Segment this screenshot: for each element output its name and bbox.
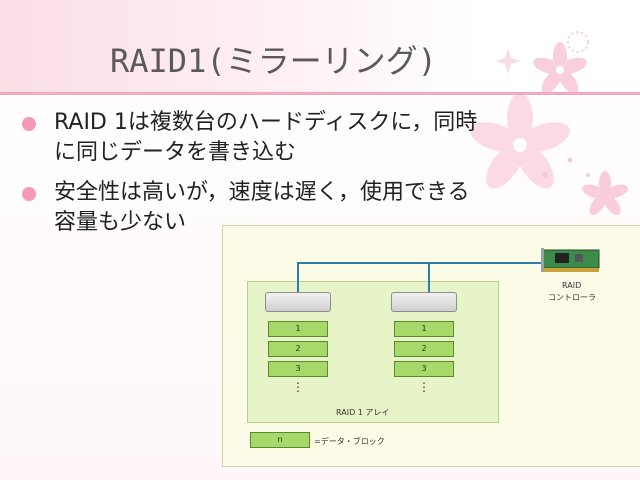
data-block: 2	[394, 341, 454, 357]
hard-disk-icon	[391, 292, 457, 312]
disk-connector-right	[428, 262, 430, 292]
bullet-text-line-1: 安全性は高いが，速度は遅く，使用できる	[54, 180, 470, 205]
bus-line	[297, 262, 547, 264]
legend-block: n	[250, 432, 310, 448]
controller-label: コントローラ	[548, 293, 596, 302]
bullet-text-line-1: RAID 1は複数台のハードディスクに，同時	[54, 110, 478, 135]
data-block: 3	[268, 361, 328, 377]
controller-label: RAID	[562, 281, 582, 290]
raid-array-label: RAID 1 アレイ	[336, 408, 390, 417]
hard-disk-icon	[265, 292, 331, 312]
title-divider	[0, 92, 640, 95]
title-band	[0, 0, 640, 92]
bullet-item: RAID 1は複数台のハードディスクに，同時 に同じデータを書き込む	[22, 108, 622, 168]
legend-text: =データ・ブロック	[314, 437, 385, 446]
bullet-text-line-2: に同じデータを書き込む	[54, 140, 297, 165]
bullet-text-line-2: 容量も少ない	[54, 210, 187, 235]
page-title: RAID1(ミラーリング)	[110, 42, 437, 80]
bullet-item: 安全性は高いが，速度は遅く，使用できる 容量も少ない	[22, 178, 622, 238]
more-blocks-ellipsis: ⋮	[292, 380, 304, 394]
data-block: 3	[394, 361, 454, 377]
data-block: 1	[268, 321, 328, 337]
more-blocks-ellipsis: ⋮	[418, 380, 430, 394]
raid-controller-card-icon	[541, 248, 600, 272]
data-block: 1	[394, 321, 454, 337]
bullet-dot-icon	[22, 117, 36, 131]
bullet-dot-icon	[22, 187, 36, 201]
data-block: 2	[268, 341, 328, 357]
disk-connector-left	[297, 262, 299, 292]
